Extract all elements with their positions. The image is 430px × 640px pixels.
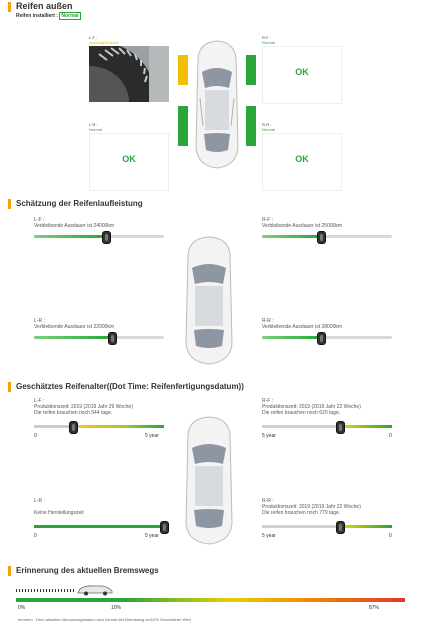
age-lf-pos: L-F : (34, 398, 45, 404)
section-marker (8, 2, 11, 12)
rr-result-box: OK (262, 133, 342, 191)
age-rf-axis-max: 5 year (262, 433, 276, 439)
car-top-view-icon (185, 416, 233, 545)
mileage-rf-pos: R-F : (262, 217, 274, 223)
rf-pos-label: R-F : (262, 35, 271, 40)
car-top-view-icon (178, 40, 256, 169)
age-rf-line2: Die reifen brauchen noch 620 tage. (262, 410, 341, 416)
rr-result: OK (295, 154, 309, 164)
mileage-lf-fill (34, 235, 106, 238)
braking-distance-dashes (16, 589, 76, 592)
section-marker (8, 199, 11, 209)
age-rr-tire-icon (336, 521, 345, 534)
car-mileage-diagram (176, 234, 242, 368)
rf-result-box: OK (262, 46, 342, 104)
section-title-tires-outside: Reifen außen (16, 1, 73, 11)
mileage-rf-fill (262, 235, 321, 238)
mileage-lr-pos: L-R : (34, 318, 45, 324)
mileage-lr-text: Verbleibende Ausdauer ist 22000km (34, 324, 115, 330)
tires-installed-label: Reifen installiert : (16, 13, 58, 19)
lr-pos-label: L-R : (89, 122, 98, 127)
rf-result: OK (295, 67, 309, 77)
mileage-lf-tire-icon (101, 231, 111, 244)
tires-installed-value: Normal (59, 12, 81, 20)
lr-result: OK (122, 154, 136, 164)
mileage-rr-text: Verbleibende Ausdauer ist 28000km (262, 324, 343, 330)
age-rr-bar (262, 525, 392, 528)
age-lf-bar (34, 425, 164, 428)
age-lf-line1: Produktionszeit: 2019 (2019 Jahr 29 Woch… (34, 404, 133, 410)
age-rr-line2: Die reifen brauchen noch 779 tage. (262, 510, 341, 516)
mileage-lr-tire-icon (108, 332, 117, 345)
age-rr-pos: R-R : (262, 498, 274, 504)
age-rr-axis-min: 0 (389, 533, 392, 539)
mileage-rr-bar (262, 336, 392, 339)
age-rf-pos: R-F : (262, 398, 274, 404)
age-rf-bar (262, 425, 392, 428)
rr-status: Normal (262, 127, 275, 132)
lr-result-box: OK (89, 133, 169, 191)
mileage-rr-fill (262, 336, 321, 339)
mileage-rr-pos: R-R : (262, 318, 274, 324)
mileage-lf-bar (34, 235, 164, 238)
mileage-lr-bar (34, 336, 164, 339)
age-lr-pos: L-R : (34, 498, 45, 504)
rf-status: Normal (262, 40, 275, 45)
section-marker (8, 566, 11, 576)
braking-risk-bar (16, 598, 405, 602)
age-lf-tire-icon (69, 421, 78, 434)
car-side-icon (76, 583, 114, 596)
braking-note: erinnern : Dem aktuellen Abnutzungsstatu… (18, 617, 191, 622)
braking-tick-10: 10% (111, 605, 122, 611)
age-rf-line1: Produktionszeit: 2019 (2019 Jahr 22 Woch… (262, 404, 361, 410)
lf-status: Anomaly/Unsure (89, 40, 119, 45)
age-lr-tire-icon (160, 521, 169, 534)
mileage-rf-bar (262, 235, 392, 238)
section-title-tire-age: Geschätztes Reifenalter((Dot Time: Reife… (16, 382, 244, 391)
mileage-lr-fill (34, 336, 112, 339)
age-lr-bar (34, 525, 164, 528)
age-lf-axis-min: 0 (34, 433, 37, 439)
section-title-braking: Erinnerung des aktuellen Bremswegs (16, 566, 159, 575)
mileage-rr-tire-icon (316, 332, 326, 345)
mileage-lf-text: Verbleibende Ausdauer ist 24000km (34, 223, 115, 229)
section-title-mileage: Schätzung der Reifenlaufleistung (16, 199, 143, 208)
rr-pos-label: R-R : (262, 122, 272, 127)
lr-status: Normal (89, 127, 102, 132)
age-rr-line1: Produktionszeit: 2019 (2019 Jahr 22 Woch… (262, 504, 361, 510)
braking-tick-0: 0% (18, 605, 26, 611)
age-lf-line2: Die reifen brauchen noch 544 tage. (34, 410, 113, 416)
age-lr-axis-min: 0 (34, 533, 37, 539)
age-lf-axis-max: 5 year (145, 433, 159, 439)
section-marker (8, 382, 11, 392)
mileage-rf-tire-icon (316, 231, 326, 244)
lf-tire-photo (89, 46, 169, 102)
braking-tick-87: 87% (369, 605, 380, 611)
tire-photo-image (89, 46, 169, 102)
car-top-view-icon (185, 236, 233, 365)
age-lr-line1: Keine Herstellungszeit (34, 510, 84, 516)
mileage-lf-pos: L-F : (34, 217, 45, 223)
age-rf-tire-icon (336, 421, 345, 434)
mileage-rf-text: Verbleibende Ausdauer ist 25000km (262, 223, 343, 229)
car-age-diagram (176, 414, 242, 548)
age-rf-axis-min: 0 (389, 433, 392, 439)
tires-installed: Reifen installiert : Normal (16, 12, 81, 20)
age-rr-axis-max: 5 year (262, 533, 276, 539)
age-lr-axis-max: 5 year (145, 533, 159, 539)
car-status-diagram (178, 38, 256, 172)
lf-pos-label: L-F : (89, 35, 98, 40)
